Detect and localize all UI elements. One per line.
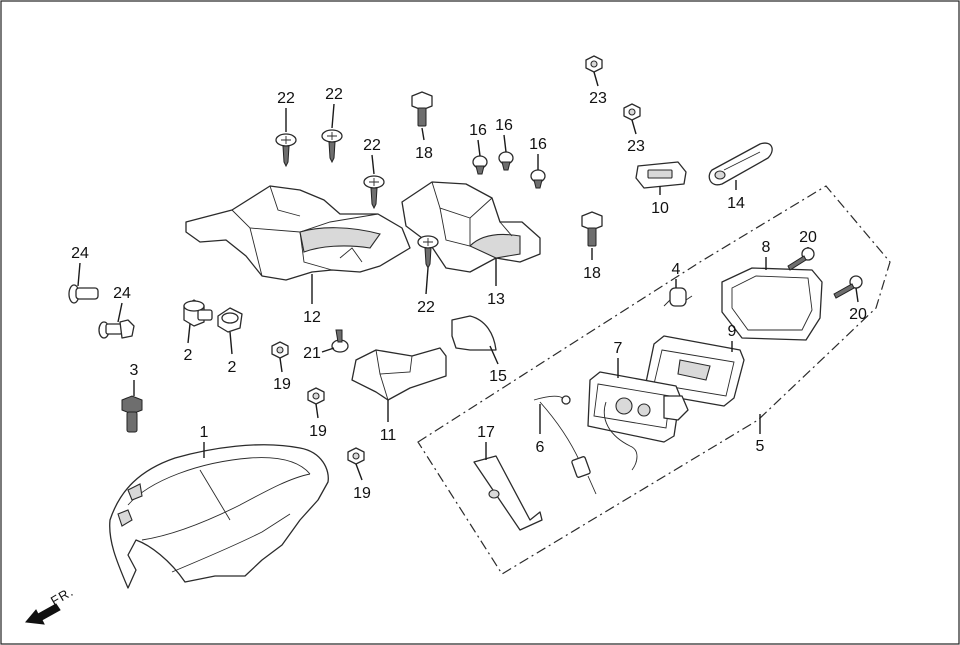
license-lamp-lens-part-10 xyxy=(635,161,687,189)
clip-part-16a xyxy=(472,155,488,175)
leader-line-16 xyxy=(503,134,507,153)
callout-label-16: 16 xyxy=(469,122,487,139)
inner-fender-bracket-part-12 xyxy=(185,185,411,281)
tail-lamp-lens-part-8 xyxy=(721,267,823,341)
leader-line-23 xyxy=(631,119,637,135)
bracket-part-17 xyxy=(473,455,543,531)
nut-part-19c xyxy=(347,447,365,465)
spacer-part-a xyxy=(183,299,213,327)
callout-label-22: 22 xyxy=(363,137,381,154)
spacer-part-b xyxy=(217,307,243,333)
callout-label-23: 23 xyxy=(627,138,645,155)
leader-line-20 xyxy=(855,287,859,303)
callout-label-24: 24 xyxy=(71,245,89,262)
callout-label-22: 22 xyxy=(325,86,343,103)
leader-line-19 xyxy=(315,403,319,419)
callout-label-22: 22 xyxy=(277,90,295,107)
callout-label-17: 17 xyxy=(477,424,495,441)
leader-line-22 xyxy=(425,267,429,295)
flange-bolt-part-3 xyxy=(121,395,143,433)
screw-part-22d xyxy=(417,235,439,270)
screw-part-22a xyxy=(275,133,297,168)
leader-line-21 xyxy=(321,347,335,353)
callout-label-6: 6 xyxy=(536,439,545,456)
nut-part-23b xyxy=(623,103,641,121)
leader-line-19 xyxy=(355,463,363,481)
bolt-part-24a xyxy=(68,284,99,304)
reflector-part-14 xyxy=(708,142,773,186)
leader-line-24 xyxy=(117,302,123,323)
callout-label-4: 4 xyxy=(672,261,681,278)
front-direction-arrow-icon: FR. xyxy=(25,584,76,625)
clip-part-16c xyxy=(530,169,546,189)
leader-line-18 xyxy=(421,127,425,141)
lamp-housing-part-7 xyxy=(587,371,689,471)
hex-bolt-part-18a xyxy=(411,91,433,127)
side-bracket-part-13 xyxy=(401,181,541,273)
rear-fender-part xyxy=(109,444,329,589)
nut-part-19a xyxy=(271,341,289,359)
callout-label-10: 10 xyxy=(651,200,669,217)
clip-part-16b xyxy=(498,151,514,171)
wire-harness-part-6 xyxy=(533,395,597,495)
screw-part-20b xyxy=(833,275,863,299)
callout-label-18: 18 xyxy=(415,145,433,162)
leader-line-24 xyxy=(77,262,81,287)
mud-guard-part-11 xyxy=(351,347,447,401)
leader-line-22 xyxy=(371,154,375,175)
callout-label-19: 19 xyxy=(309,423,327,440)
callout-label-2: 2 xyxy=(184,347,193,364)
leader-line-2 xyxy=(187,323,191,344)
nut-part-23a xyxy=(585,55,603,73)
callout-label-2: 2 xyxy=(228,359,237,376)
bulb-part-4 xyxy=(663,287,693,307)
callout-label-22: 22 xyxy=(417,299,435,316)
callout-label-14: 14 xyxy=(727,195,745,212)
screw-part-21 xyxy=(331,329,349,353)
callout-label-20: 20 xyxy=(849,306,867,323)
tail-light-assembly-boundary xyxy=(417,185,891,575)
callout-label-19: 19 xyxy=(353,485,371,502)
callout-label-13: 13 xyxy=(487,291,505,308)
bolt-part-24b xyxy=(98,319,135,339)
front-direction-label: FR. xyxy=(48,584,76,609)
nut-part-19b xyxy=(307,387,325,405)
callout-label-8: 8 xyxy=(762,239,771,256)
callout-label-12: 12 xyxy=(303,309,321,326)
callout-label-16: 16 xyxy=(495,117,513,134)
screw-part-20a xyxy=(787,247,815,271)
callout-label-1: 1 xyxy=(200,424,209,441)
callout-label-20: 20 xyxy=(799,229,817,246)
callout-label-7: 7 xyxy=(614,340,623,357)
leader-line-19 xyxy=(279,357,283,373)
callout-label-19: 19 xyxy=(273,376,291,393)
callout-label-18: 18 xyxy=(583,265,601,282)
callout-label-5: 5 xyxy=(756,438,765,455)
callout-label-3: 3 xyxy=(130,362,139,379)
callout-label-11: 11 xyxy=(380,427,397,444)
leader-line-23 xyxy=(593,71,599,87)
callout-label-23: 23 xyxy=(589,90,607,107)
hex-bolt-part-18b xyxy=(581,211,603,247)
callout-label-24: 24 xyxy=(113,285,131,302)
callout-label-21: 21 xyxy=(303,345,321,362)
leader-line-22 xyxy=(331,103,335,129)
leader-lines xyxy=(77,71,859,481)
cover-plate-part-15 xyxy=(451,315,497,351)
callout-label-9: 9 xyxy=(728,323,737,340)
callout-label-16: 16 xyxy=(529,136,547,153)
leader-line-15 xyxy=(489,345,499,365)
callout-label-15: 15 xyxy=(489,368,507,385)
screw-part-22c xyxy=(363,175,385,210)
leader-line-16 xyxy=(477,139,481,157)
screw-part-22b xyxy=(321,129,343,164)
leader-line-2 xyxy=(229,331,233,355)
